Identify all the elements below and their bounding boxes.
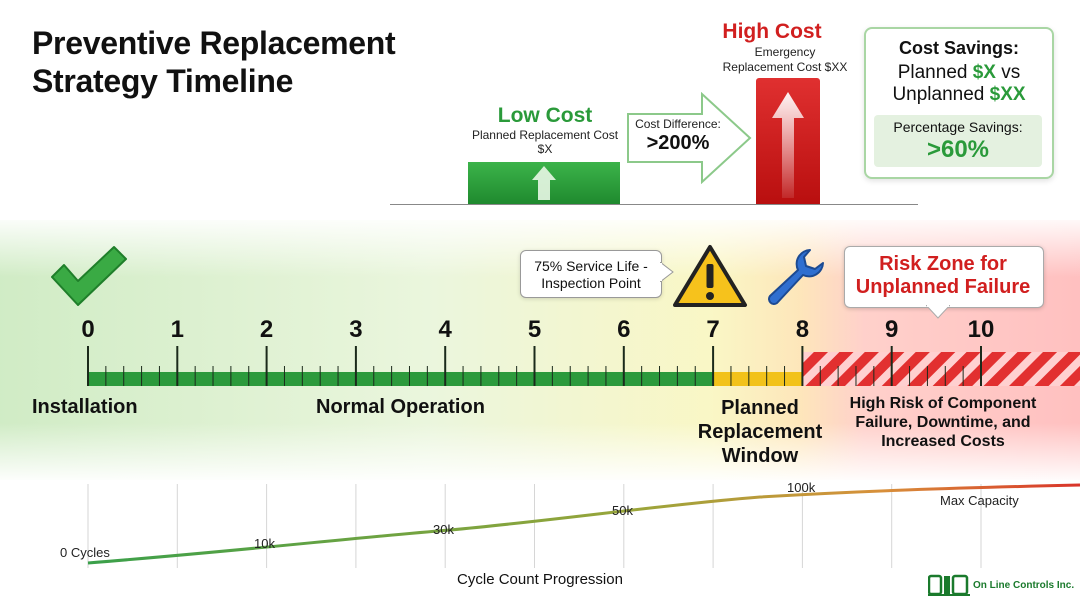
cost-savings-title: Cost Savings:	[898, 38, 1020, 58]
tick-label-7: 7	[706, 316, 720, 343]
low-cost-subtitle-line2: $X	[537, 142, 553, 156]
cost-savings-planned: Planned $X vs	[866, 62, 1052, 84]
high-cost-bar	[756, 78, 820, 204]
warning-icon	[673, 245, 747, 307]
page-title-line1: Preventive Replacement	[32, 25, 396, 61]
inspection-point-callout: 75% Service Life - Inspection Point	[520, 250, 662, 298]
low-cost-bar	[468, 162, 620, 204]
timeline-planned-segment	[713, 372, 803, 386]
tick-label-1: 1	[170, 316, 184, 343]
up-arrow-icon	[772, 92, 804, 198]
cycle-label-30k: 30k	[433, 522, 454, 537]
risk-zone-title: Risk Zone for Unplanned Failure	[844, 253, 1042, 299]
cycle-label-10k: 10k	[254, 536, 275, 551]
tick-label-3: 3	[349, 316, 363, 343]
callout-pointer	[660, 262, 674, 282]
cycle-label-max: Max Capacity	[940, 493, 1019, 508]
risk-zone-callout	[844, 246, 1044, 308]
risk-label-line2: Failure, Downtime, and	[855, 414, 1031, 431]
cost-difference-label: Cost Difference:	[635, 117, 721, 131]
low-cost-subtitle-line1: Planned Replacement Cost	[471, 128, 619, 142]
risk-zone-title-line1: Risk Zone for	[879, 253, 1007, 275]
checkmark-icon	[51, 246, 127, 306]
up-arrow-icon	[532, 166, 556, 200]
high-cost-subtitle-line2: Replacement Cost $XX	[722, 60, 848, 74]
callout-pointer	[926, 305, 950, 319]
tick-label-2: 2	[259, 316, 274, 343]
high-cost-subtitle-line1: Emergency	[754, 45, 816, 59]
low-cost-subtitle: Planned Replacement Cost $X	[462, 128, 628, 156]
tick-label-9: 9	[885, 316, 899, 343]
unplanned-value: $XX	[989, 84, 1026, 105]
cycle-progression-chart	[87, 483, 1080, 568]
tick-label-5: 5	[527, 316, 542, 343]
timeline-bar	[87, 346, 1080, 386]
company-logo-text: On Line Controls Inc.	[973, 580, 1075, 591]
planned-label-line3: Window	[721, 445, 799, 467]
high-risk-label: High Risk of Component Failure, Downtime…	[836, 394, 1050, 451]
tick-label-0: 0	[81, 316, 95, 343]
cost-difference-arrow-icon	[627, 92, 752, 184]
planned-label-line1: Planned	[721, 397, 799, 419]
timeline-risk-segment	[802, 352, 1080, 386]
cost-difference-value: >200%	[646, 132, 710, 154]
inspection-callout-line1: 75% Service Life -	[534, 258, 648, 274]
cycle-curve	[87, 483, 1080, 565]
planned-value: $X	[972, 62, 996, 83]
risk-label-line3: Increased Costs	[881, 433, 1005, 450]
high-cost-title: High Cost	[722, 20, 822, 43]
page-title-line2: Strategy Timeline	[32, 63, 294, 99]
planned-suffix: vs	[995, 62, 1021, 83]
cost-baseline	[390, 204, 918, 205]
cost-savings-unplanned: Unplanned $XX	[866, 84, 1052, 106]
risk-label-line1: High Risk of Component	[849, 395, 1037, 412]
percentage-savings-label: Percentage Savings:	[893, 119, 1023, 135]
wrench-icon	[768, 249, 824, 305]
planned-label-line2: Replacement	[697, 421, 823, 443]
tick-label-10: 10	[967, 316, 995, 343]
normal-operation-label: Normal Operation	[316, 396, 485, 418]
high-cost-subtitle: Emergency Replacement Cost $XX	[700, 45, 870, 75]
tick-label-8: 8	[795, 316, 810, 343]
page-title: Preventive Replacement Strategy Timeline	[32, 24, 452, 100]
risk-zone-title-line2: Unplanned Failure	[855, 276, 1031, 298]
planned-replacement-label: Planned Replacement Window	[690, 396, 830, 468]
percentage-savings-panel	[874, 115, 1042, 167]
timeline-normal-segment	[88, 372, 714, 386]
tick-label-6: 6	[617, 316, 631, 343]
installation-label: Installation	[32, 396, 138, 418]
cycle-axis-label: Cycle Count Progression	[457, 571, 623, 588]
cycle-label-0: 0 Cycles	[60, 545, 110, 560]
planned-prefix: Planned	[897, 62, 973, 83]
tick-label-4: 4	[438, 316, 452, 343]
cycle-label-100k: 100k	[787, 480, 816, 495]
cycle-label-50k: 50k	[612, 503, 633, 518]
inspection-callout-line2: Inspection Point	[541, 275, 641, 291]
unplanned-prefix: Unplanned	[892, 84, 990, 105]
low-cost-title: Low Cost	[497, 104, 593, 127]
percentage-savings-value: >60%	[926, 136, 990, 163]
company-logo	[928, 574, 970, 596]
